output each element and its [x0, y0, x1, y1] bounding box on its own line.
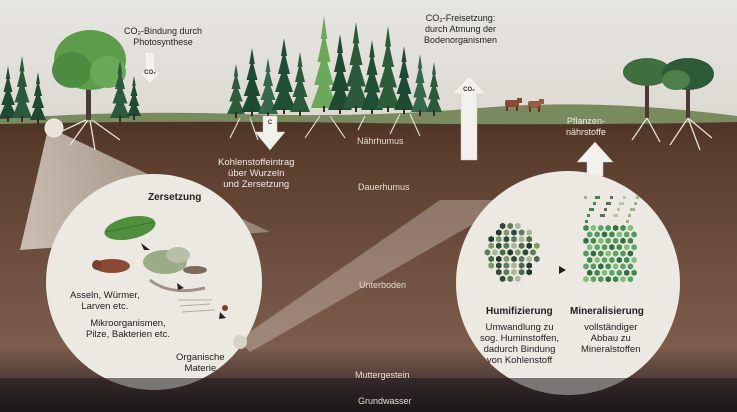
co2-up-arrow	[451, 75, 487, 161]
cows	[505, 98, 544, 112]
fir-tree	[12, 56, 32, 118]
fir-tree	[127, 76, 141, 116]
label-co2-small-1: CO₂	[144, 70, 156, 76]
humus-cluster	[483, 222, 541, 283]
label-mineralisierung-text: vollständiger Abbau zu Mineralstoffen	[581, 322, 641, 355]
co2-down-arrow	[138, 51, 162, 85]
fir-tree	[227, 64, 245, 114]
fir-tree	[311, 16, 337, 108]
label-co2-small-2: CO₂	[463, 87, 475, 93]
process-arrow	[559, 266, 566, 274]
fir-tree	[361, 40, 383, 110]
fir-tree	[30, 72, 46, 120]
title-zersetzung: Zersetzung	[148, 192, 202, 203]
ground-line	[0, 104, 737, 126]
label-plant-nutrients: Pflanzen- nährstoffe	[566, 116, 606, 137]
fir-tree	[376, 26, 400, 108]
roots-center	[229, 113, 421, 141]
tree-left	[52, 30, 126, 151]
label-grundwasser: Grundwasser	[358, 396, 412, 406]
label-unterboden: Unterboden	[359, 280, 407, 290]
carbon-down-arrow	[254, 115, 286, 151]
label-asseln: Asseln, Würmer, Larven etc.	[70, 290, 140, 312]
fir-tree	[343, 22, 369, 108]
fir-forest-center	[227, 16, 442, 118]
fir-tree	[328, 34, 352, 110]
fir-tree	[426, 62, 442, 112]
bedrock-band	[0, 378, 737, 412]
trees-right	[623, 58, 714, 151]
fir-tree	[411, 54, 429, 112]
label-humifizierung-text: Umwandlung zu sog. Huminstoffen, dadurch…	[480, 322, 560, 366]
fir-tree	[241, 48, 263, 112]
zoom-cone-right	[238, 200, 515, 352]
decomposition-illustration	[92, 215, 247, 349]
label-organische-materie: Organische Materie	[176, 352, 225, 374]
label-carbon-input: Kohlenstoffeintrag über Wurzeln und Zers…	[218, 157, 295, 190]
nutrient-up-arrow	[576, 141, 614, 177]
title-humifizierung: Humifizierung	[486, 306, 553, 317]
label-dauerhumus: Dauerhumus	[358, 182, 410, 192]
fir-tree	[110, 60, 130, 118]
label-naehrhumus: Nährhumus	[357, 136, 404, 146]
title-mineralisierung: Mineralisierung	[570, 306, 644, 317]
label-muttergestein: Muttergestein	[355, 370, 410, 380]
fir-tree	[0, 66, 17, 118]
label-c-small: C	[267, 120, 273, 126]
fir-tree	[290, 52, 310, 112]
label-co2-release: CO₂-Freisetzung: durch Atmung der Bodeno…	[424, 13, 498, 45]
fir-tree	[394, 46, 414, 110]
label-co2-binding: CO₂-Bindung durch Photosynthese	[124, 26, 203, 47]
fir-tree	[258, 58, 278, 114]
mineral-cluster	[582, 196, 639, 284]
fir-tree	[272, 38, 296, 110]
label-mikroorganismen: Mikroorganismen, Pilze, Bakterien etc.	[86, 318, 170, 340]
fir-trees-left	[0, 56, 141, 124]
